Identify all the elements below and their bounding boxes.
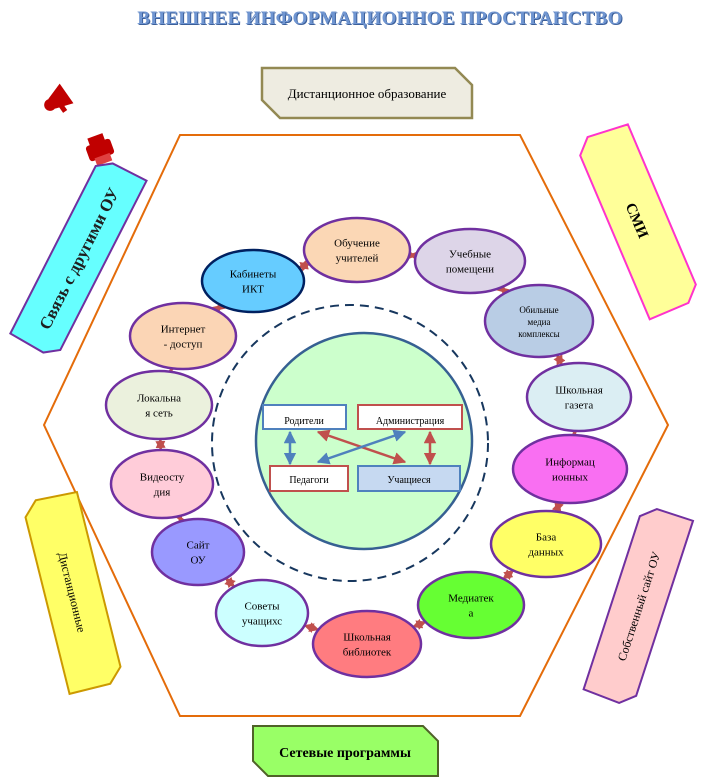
node-video: Видеосту дия (109, 448, 215, 520)
center-arrow (316, 429, 407, 465)
node-lokal: Локальна я сеть (104, 369, 214, 441)
node-label: Информац (545, 457, 595, 469)
ring-arrow (224, 576, 236, 589)
page-title: ВНЕШНЕЕ ИНФОРМАЦИОННОЕ ПРОСТРАНСТВО (137, 8, 623, 29)
label-bottom: Сетевые программы (252, 725, 439, 777)
node-label: Сайт (187, 540, 210, 552)
node-label: дия (154, 487, 171, 499)
node-label: - доступ (164, 339, 203, 351)
node-label: ионных (552, 472, 589, 484)
label-left-top: Связь с другими ОУ (9, 162, 148, 354)
node-label: Локальна (137, 393, 181, 405)
ring-arrow (502, 569, 515, 581)
node-label: я сеть (145, 408, 173, 420)
node-label: учащихс (242, 616, 282, 628)
node-label: Обучение (334, 238, 380, 250)
node-label: помещени (446, 264, 494, 276)
node-label: газета (565, 400, 594, 412)
node-obuch: Обучение учителей (302, 216, 412, 284)
node-gazeta: Школьная газета (525, 361, 633, 433)
node-mediatek: Медиатек а (416, 570, 526, 640)
node-label: данных (528, 547, 564, 559)
printer-icon (85, 133, 115, 166)
label-left-bottom: Дистанционные (24, 490, 122, 696)
node-label: Интернет (161, 324, 206, 336)
box-pedagogi: Педагоги (269, 465, 349, 492)
node-media: Обильные медиа комплексы (483, 283, 595, 359)
node-label: Медиатек (448, 593, 494, 605)
node-label: ИКТ (242, 284, 264, 296)
ring-arrow (303, 622, 320, 633)
node-uchpom: Учебные помещени (413, 227, 527, 295)
node-internet: Интернет - доступ (128, 301, 238, 371)
box-uchaschiesya: Учащиеся (357, 465, 461, 492)
node-label: База (536, 532, 557, 544)
box-admin-text: Администрация (376, 416, 445, 427)
node-label: Школьная (343, 632, 391, 644)
node-label: Кабинеты (230, 269, 277, 281)
center-circle (254, 331, 474, 551)
node-label: библиотек (343, 647, 392, 659)
box-roditeli: Родители (262, 404, 347, 430)
node-label: ОУ (190, 555, 205, 567)
megaphone-icon (44, 83, 74, 113)
node-label: Видеосту (140, 472, 185, 484)
label-top: Дистанционное образование (260, 66, 474, 120)
box-pedagogi-text: Педагоги (289, 475, 329, 486)
box-roditeli-text: Родители (284, 416, 324, 427)
node-label: Учебные (449, 249, 491, 261)
node-label: Советы (244, 601, 280, 613)
dashed-ring (211, 304, 489, 582)
label-right-top: СМИ (579, 123, 697, 321)
node-label: медиа (528, 317, 551, 327)
box-admin: Администрация (357, 404, 463, 430)
label-bottom-text: Сетевые программы (279, 746, 411, 761)
label-right-bottom: Собственный сайт ОУ (582, 508, 695, 704)
node-label: учителей (336, 253, 379, 265)
ring-arrow (412, 618, 427, 630)
node-label: а (469, 608, 474, 620)
node-label: Школьная (555, 385, 603, 397)
ring-arrow (553, 354, 566, 366)
node-baza: База данных (489, 509, 603, 579)
ring-arrow (297, 259, 311, 272)
node-label: Обильные (519, 305, 558, 315)
node-label: комплексы (518, 329, 559, 339)
node-sovety: Советы учащихс (214, 578, 310, 648)
node-bibl: Школьная библиотек (311, 609, 423, 679)
label-top-text: Дистанционное образование (288, 86, 447, 101)
box-uchaschiesya-text: Учащиеся (387, 475, 431, 486)
node-inform: Информац ионных (511, 433, 629, 505)
ring-arrow (551, 501, 564, 513)
outer-hexagon (42, 134, 670, 717)
